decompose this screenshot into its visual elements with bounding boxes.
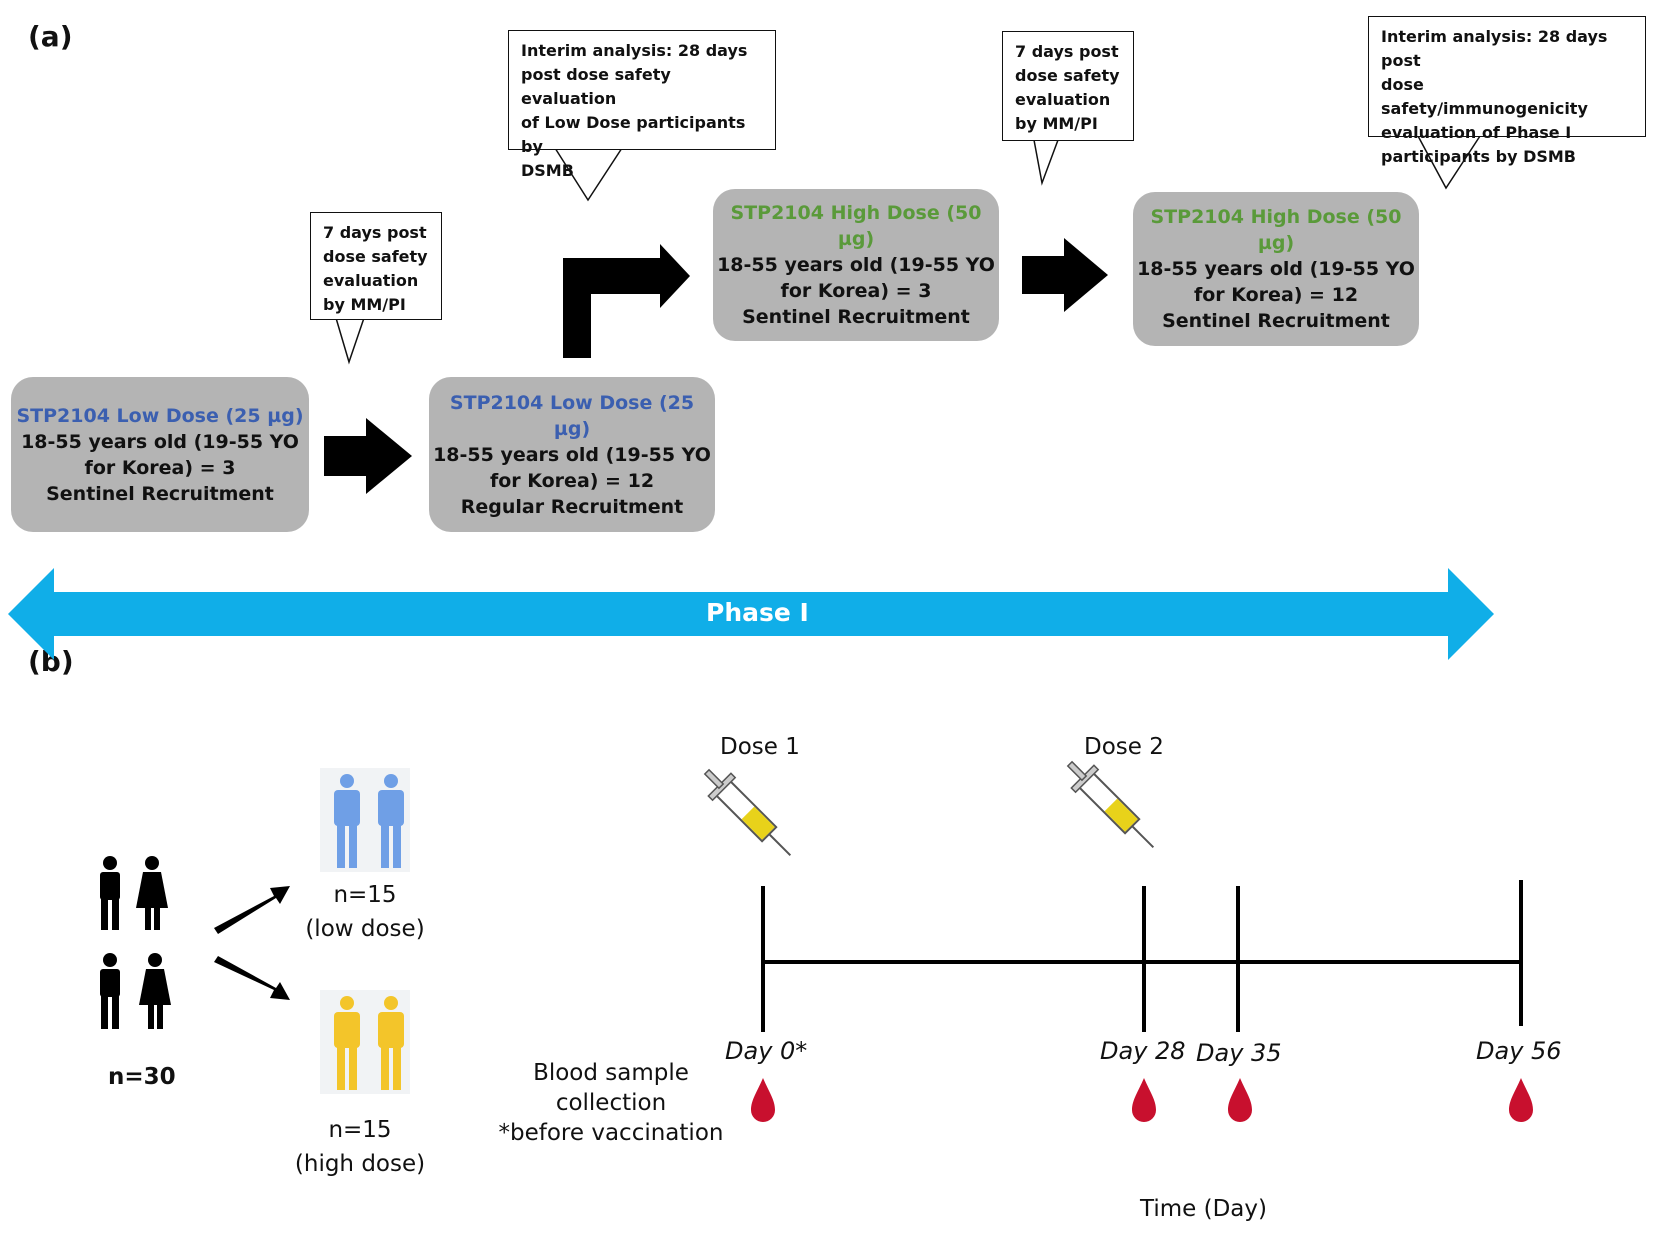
high-dose-count: n=15 <box>328 1117 392 1143</box>
stage-dose: STP2104 Low Dose (25 µg) <box>449 391 695 440</box>
callout-line: post dose safety evaluation <box>521 65 671 108</box>
callout-tails <box>334 135 1482 365</box>
phase-label: Phase I <box>706 598 809 627</box>
person-icon <box>378 774 404 868</box>
callout-line: dose safety <box>1015 66 1120 85</box>
flow-arrow-2 <box>563 244 690 358</box>
low-dose-count: n=15 <box>333 882 397 908</box>
blood-note-line: Blood sample <box>533 1060 689 1086</box>
split-arrow-down <box>214 956 290 1000</box>
stage-age: 18-55 years old (19-55 YO <box>717 254 995 276</box>
flow-arrow-3 <box>1022 238 1108 312</box>
stage-age: 18-55 years old (19-55 YO <box>21 430 299 453</box>
callout-line: evaluation of Phase I <box>1381 123 1572 142</box>
phase-arrow <box>8 568 1494 660</box>
stage-age: 18-55 years old (19-55 YO <box>1137 258 1415 280</box>
stage-recruitment: Sentinel Recruitment <box>742 306 970 328</box>
stage-dose: STP2104 High Dose (50 µg) <box>1150 206 1402 254</box>
callout-line: evaluation <box>323 271 419 290</box>
day-label-28: Day 28 <box>1100 1037 1186 1065</box>
blood-drop-icon <box>1509 1078 1533 1122</box>
flow-arrows <box>324 238 1108 494</box>
dose-2-label: Dose 2 <box>1084 734 1164 760</box>
callout-interim-low: Interim analysis: 28 days post dose safe… <box>508 30 776 180</box>
stage-box-3: STP2104 High Dose (50 µg) 18-55 years ol… <box>713 189 999 341</box>
callout-7day-low: 7 days post dose safety evaluation by MM… <box>310 212 442 320</box>
person-icon <box>100 856 120 930</box>
callout-line: 7 days post <box>1015 42 1119 61</box>
blood-drop-icon <box>1228 1078 1252 1122</box>
callout-line: participants by DSMB <box>1381 147 1576 166</box>
blood-sample-note: Blood sample collection *before vaccinat… <box>486 1058 736 1148</box>
stage-recruitment: Sentinel Recruitment <box>46 482 274 505</box>
stage-box-4: STP2104 High Dose (50 µg) 18-55 years ol… <box>1133 192 1419 346</box>
timeline <box>761 880 1523 1032</box>
total-people-icons <box>100 856 171 1029</box>
stage-dose: STP2104 High Dose (50 µg) <box>730 202 982 250</box>
person-icon <box>378 996 404 1090</box>
person-icon <box>100 953 120 1029</box>
day-label-56: Day 56 <box>1476 1037 1562 1065</box>
low-dose-people-icons <box>320 768 410 872</box>
callout-tail-1 <box>334 317 366 365</box>
callout-interim-phase1: Interim analysis: 28 days post dose safe… <box>1368 16 1646 166</box>
person-icon <box>139 953 171 1029</box>
blood-drop-icon <box>751 1078 775 1122</box>
person-icon <box>334 996 360 1090</box>
callout-line: DSMB <box>521 161 574 180</box>
stage-recruitment: Regular Recruitment <box>460 495 684 518</box>
high-dose-people-icons <box>320 990 410 1094</box>
day-label-35: Day 35 <box>1196 1039 1282 1067</box>
callout-7day-high: 7 days post dose safety evaluation by MM… <box>1002 31 1134 141</box>
day-label-0: Day 0* <box>725 1037 808 1065</box>
stage-box-2: STP2104 Low Dose (25 µg) 18-55 years old… <box>429 377 715 532</box>
stage-recruitment: Sentinel Recruitment <box>1162 310 1390 332</box>
panel-a-label: (a) <box>28 20 73 53</box>
total-count: n=30 <box>108 1064 176 1090</box>
callout-line: of Low Dose participants by <box>521 113 746 156</box>
callout-tail-3 <box>1033 139 1060 186</box>
blood-drop-icon <box>1132 1078 1156 1122</box>
callout-line: Interim analysis: 28 days <box>521 41 748 60</box>
low-dose-desc: (low dose) <box>305 916 425 942</box>
callout-line: dose safety/immunogenicity <box>1381 75 1588 118</box>
stage-count: for Korea) = 12 <box>489 469 655 492</box>
split-arrow-up <box>214 886 290 934</box>
blood-note-line: collection <box>555 1090 667 1116</box>
stage-count: for Korea) = 3 <box>84 456 236 479</box>
high-dose-desc: (high dose) <box>294 1151 426 1177</box>
callout-line: 7 days post <box>323 223 427 242</box>
blood-note-line: *before vaccination <box>498 1120 724 1146</box>
stage-age: 18-55 years old (19-55 YO <box>433 443 711 466</box>
callout-line: evaluation <box>1015 90 1111 109</box>
dose-1-label: Dose 1 <box>720 734 800 760</box>
stage-count: for Korea) = 12 <box>1193 284 1359 306</box>
syringe-icon <box>1066 760 1155 849</box>
person-icon <box>334 774 360 868</box>
time-axis-label: Time (Day) <box>1140 1196 1267 1222</box>
callout-line: dose safety <box>323 247 428 266</box>
flow-arrow-1 <box>324 418 412 494</box>
stage-box-1: STP2104 Low Dose (25 µg) 18-55 years old… <box>11 377 309 532</box>
stage-count: for Korea) = 3 <box>780 280 932 302</box>
person-icon <box>136 856 168 930</box>
syringe-icon <box>703 768 792 857</box>
callout-line: by MM/PI <box>323 295 406 314</box>
stage-dose: STP2104 Low Dose (25 µg) <box>16 404 304 427</box>
split-arrows <box>214 886 290 1000</box>
callout-line: Interim analysis: 28 days post <box>1381 27 1608 70</box>
callout-line: by MM/PI <box>1015 114 1098 133</box>
